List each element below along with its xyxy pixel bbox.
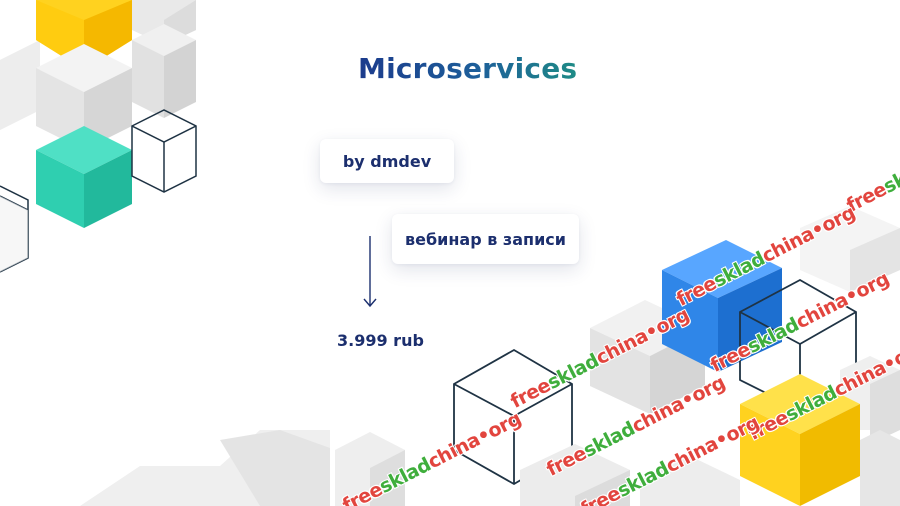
- teal-cube: [36, 126, 132, 228]
- gray-cube: [80, 430, 330, 506]
- gray-cube: [860, 430, 900, 506]
- author-card: by dmdev: [320, 139, 454, 183]
- page-title: Microservices: [358, 52, 578, 85]
- format-label: вебинар в записи: [405, 229, 566, 249]
- gray-cube: [640, 456, 740, 506]
- gray-cube: [132, 24, 196, 118]
- format-card: вебинар в записи: [392, 214, 579, 264]
- gray-cube: [36, 44, 132, 150]
- gray-cube: [0, 196, 28, 272]
- gray-cube: [800, 206, 900, 292]
- gray-cube: [0, 40, 40, 130]
- outline-cube: [131, 109, 197, 193]
- gray-cube: [335, 432, 405, 506]
- price-label: 3.999 rub: [337, 331, 424, 350]
- author-label: by dmdev: [342, 151, 432, 171]
- gray-cube: [520, 444, 630, 506]
- yellow-cube: [740, 374, 860, 506]
- blue-cube: [662, 240, 782, 372]
- arrow-down-icon: [363, 236, 377, 308]
